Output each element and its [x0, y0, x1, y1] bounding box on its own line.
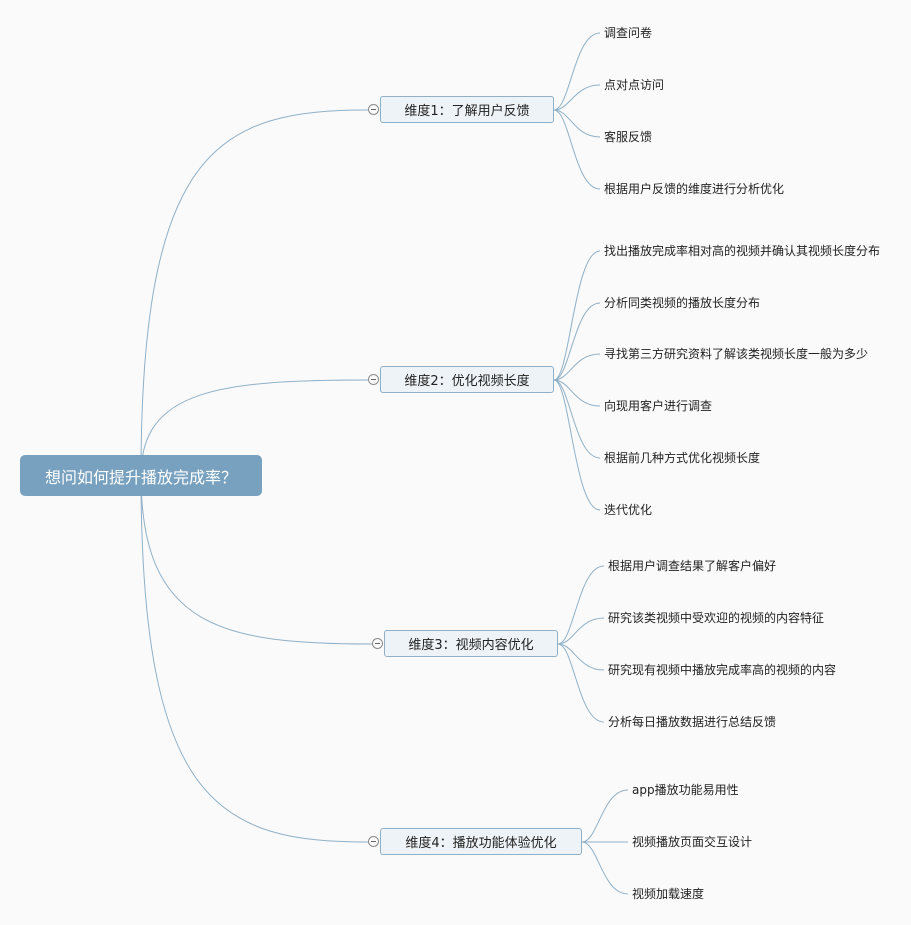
subtopic[interactable]: 迭代优化 [604, 503, 653, 517]
connector-line [553, 379, 601, 407]
connector-line [553, 32, 601, 111]
connector-line [557, 565, 605, 645]
connector-line [553, 353, 601, 381]
branch-topic-3[interactable]: 维度3：视频内容优化 [384, 630, 558, 657]
connector-line [553, 250, 601, 381]
subtopic[interactable]: 根据前几种方式优化视频长度 [604, 451, 761, 465]
collapse-toggle-icon[interactable] [368, 374, 379, 385]
subtopic[interactable]: 调查问卷 [604, 26, 653, 40]
connector-line [140, 109, 369, 476]
subtopic[interactable]: app播放功能易用性 [632, 783, 739, 797]
subtopic[interactable]: 视频加载速度 [632, 887, 705, 901]
connector-line [581, 789, 629, 843]
connector-line [553, 379, 601, 459]
subtopic[interactable]: 分析同类视频的播放长度分布 [604, 296, 761, 310]
connector-line [553, 84, 601, 111]
connector-line [553, 302, 601, 381]
branch-topic-1[interactable]: 维度1：了解用户反馈 [380, 96, 554, 123]
central-topic[interactable]: 想问如何提升播放完成率？ [20, 455, 262, 496]
subtopic[interactable]: 找出播放完成率相对高的视频并确认其视频长度分布 [604, 244, 881, 258]
subtopic[interactable]: 点对点访问 [604, 78, 665, 92]
subtopic[interactable]: 寻找第三方研究资料了解该类视频长度一般为多少 [604, 347, 869, 361]
connector-line [553, 109, 601, 190]
connector-line [140, 474, 373, 645]
subtopic[interactable]: 视频播放页面交互设计 [632, 835, 753, 849]
connector-line [557, 617, 605, 645]
collapse-toggle-icon[interactable] [372, 638, 383, 649]
branch-topic-2[interactable]: 维度2：优化视频长度 [380, 366, 554, 393]
subtopic[interactable]: 研究现有视频中播放完成率高的视频的内容 [608, 663, 837, 677]
subtopic[interactable]: 客服反馈 [604, 130, 653, 144]
subtopic[interactable]: 根据用户调查结果了解客户偏好 [608, 559, 777, 573]
connector-line [553, 109, 601, 138]
connector-line [581, 841, 629, 895]
subtopic[interactable]: 向现用客户进行调查 [604, 399, 713, 413]
connector-line [557, 643, 605, 723]
subtopic[interactable]: 研究该类视频中受欢迎的视频的内容特征 [608, 611, 825, 625]
connector-line [553, 379, 601, 511]
subtopic[interactable]: 根据用户反馈的维度进行分析优化 [604, 182, 785, 196]
connector-line [557, 643, 605, 671]
collapse-toggle-icon[interactable] [368, 836, 379, 847]
subtopic[interactable]: 分析每日播放数据进行总结反馈 [608, 715, 777, 729]
connector-line [140, 474, 369, 843]
collapse-toggle-icon[interactable] [368, 104, 379, 115]
branch-topic-4[interactable]: 维度4：播放功能体验优化 [380, 828, 582, 855]
connector-line [140, 379, 369, 476]
